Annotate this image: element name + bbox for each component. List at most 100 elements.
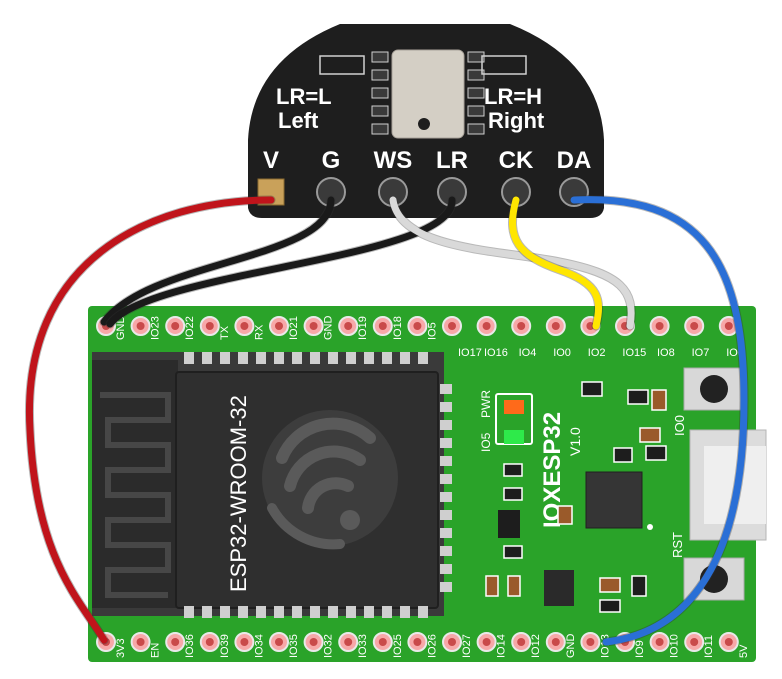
module-pad xyxy=(292,352,302,364)
bottom-pin-label-io33: IO33 xyxy=(357,634,369,658)
bottom-header-hole xyxy=(655,638,664,646)
wire-ws-to-io15[interactable] xyxy=(389,196,635,330)
module-pad xyxy=(440,420,452,430)
io0-button-cap[interactable] xyxy=(700,375,728,403)
top-pin-label-gnd: GND xyxy=(115,316,127,341)
wire-lr-to-gnd[interactable] xyxy=(106,196,456,328)
top-pin-label-io19: IO19 xyxy=(357,316,369,340)
top-header-hole xyxy=(344,322,353,330)
top-pin-label-gnd: GND xyxy=(323,316,335,341)
smd-part xyxy=(467,105,485,117)
pwr-led xyxy=(504,400,524,414)
smd-part xyxy=(581,381,603,397)
module-pad xyxy=(256,606,266,618)
module-pad xyxy=(440,582,452,592)
bottom-header-hole xyxy=(171,638,180,646)
module-name: ESP32-WROOM-32 xyxy=(226,395,251,592)
mic-pin-label-g: G xyxy=(322,147,341,174)
bottom-header-hole xyxy=(413,638,422,646)
bottom-header-hole xyxy=(551,638,560,646)
io5-label: IO5 xyxy=(479,432,493,452)
module-pad xyxy=(202,352,212,364)
regulator-chip xyxy=(544,570,574,606)
top-pin-label-io0: IO0 xyxy=(553,347,571,359)
top-header-hole xyxy=(551,322,560,330)
module-pad xyxy=(418,352,428,364)
bottom-pin-label-io11: IO11 xyxy=(703,635,715,658)
top-header-hole xyxy=(240,322,249,330)
mic-pin-label-da: DA xyxy=(557,147,592,174)
smd-ic xyxy=(498,510,520,538)
top-header-hole xyxy=(655,322,664,330)
smd-resistor xyxy=(651,389,667,411)
bottom-header-hole xyxy=(517,638,526,646)
module-pad xyxy=(184,606,194,618)
bottom-pin-label-io12: IO12 xyxy=(530,634,542,658)
module-pad xyxy=(238,352,248,364)
top-header-hole xyxy=(275,322,283,330)
module-pad xyxy=(418,606,428,618)
module-pad xyxy=(202,606,212,618)
lr-right-label: LR=H xyxy=(484,84,542,109)
bottom-pin-label-en: EN xyxy=(150,643,162,658)
module-pad xyxy=(440,492,452,502)
bottom-pin-label-5v: 5V xyxy=(738,644,750,658)
module-pad xyxy=(220,352,230,364)
smd-resistor xyxy=(639,427,661,443)
top-header-hole xyxy=(517,322,526,330)
smd-part xyxy=(371,51,389,63)
bottom-header-hole xyxy=(309,638,318,646)
smd-part xyxy=(503,545,523,559)
bottom-pin-label-io35: IO35 xyxy=(288,634,300,658)
top-header-hole xyxy=(448,322,456,330)
smd-part xyxy=(645,445,667,461)
top-pin-label-rx: RX xyxy=(253,324,265,340)
wire-ck-to-io2[interactable] xyxy=(509,196,602,330)
usb-uart-chip xyxy=(585,471,643,529)
pwr-label: PWR xyxy=(479,390,493,418)
right-label: Right xyxy=(488,108,545,133)
top-pin-label-io8: IO8 xyxy=(657,347,675,359)
top-pin-label-io18: IO18 xyxy=(392,316,404,340)
module-pad xyxy=(328,352,338,364)
bottom-pin-label-io32: IO32 xyxy=(323,634,335,658)
top-header-hole xyxy=(690,322,699,330)
smd-part xyxy=(467,51,485,63)
wire-v-to-3v3[interactable] xyxy=(26,196,275,644)
smd-part xyxy=(371,123,389,135)
top-header-hole xyxy=(136,322,145,330)
top-header-hole xyxy=(724,322,733,330)
module-pad xyxy=(382,606,392,618)
top-pin-label-io23: IO23 xyxy=(150,316,162,340)
module-pad xyxy=(440,564,452,574)
bottom-pin-label-io34: IO34 xyxy=(253,634,265,658)
wire-da-to-io13[interactable] xyxy=(570,196,748,646)
bottom-header-hole xyxy=(344,638,353,646)
smd-part xyxy=(467,123,485,135)
top-pin-label-io15: IO15 xyxy=(622,347,646,359)
bottom-pin-label-gnd: GND xyxy=(565,634,577,659)
version-label: V1.0 xyxy=(567,427,583,456)
module-pad xyxy=(238,606,248,618)
top-pin-label-io17: IO17 xyxy=(458,347,482,359)
top-pin-label-io4: IO4 xyxy=(519,347,537,359)
top-pin-label-io2: IO2 xyxy=(588,347,606,359)
smd-part xyxy=(631,575,647,597)
module-pad xyxy=(400,606,410,618)
wire-g-to-gnd[interactable] xyxy=(100,196,335,326)
module-pad xyxy=(328,606,338,618)
smd-part xyxy=(613,447,633,463)
smd-part xyxy=(371,105,389,117)
module-pad xyxy=(364,352,374,364)
antenna-trace xyxy=(100,392,171,598)
module-pad xyxy=(310,606,320,618)
top-header-hole xyxy=(413,322,422,330)
top-header-hole xyxy=(482,322,491,330)
module-pad xyxy=(440,384,452,394)
smd-part xyxy=(599,599,621,613)
io0-label: IO0 xyxy=(672,415,687,436)
io5-led xyxy=(504,430,524,444)
